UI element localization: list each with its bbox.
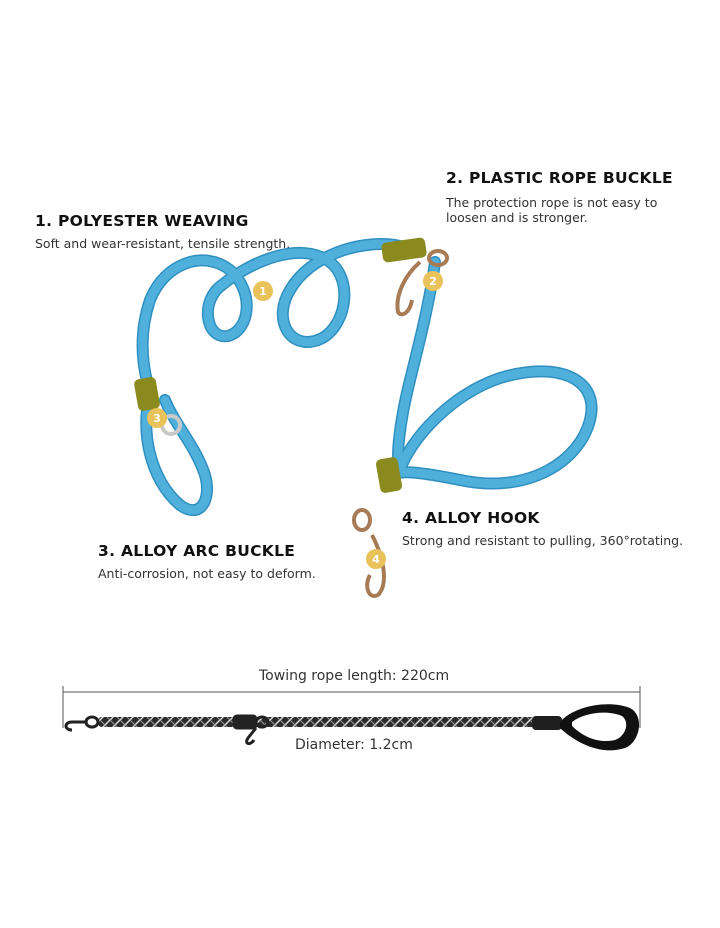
feature-title: 2. PLASTIC ROPE BUCKLE <box>446 169 673 187</box>
feature-alloy-arc-buckle: 3. ALLOY ARC BUCKLE Anti-corrosion, not … <box>98 542 316 581</box>
badge-number: 2 <box>429 275 437 288</box>
badge-number: 4 <box>372 553 380 566</box>
badge-4: 4 <box>366 549 386 569</box>
feature-description: Anti-corrosion, not easy to deform. <box>98 566 316 581</box>
feature-description: Soft and wear-resistant, tensile strengt… <box>35 236 291 251</box>
plastic-buckle-top <box>381 237 427 263</box>
feature-plastic-rope-buckle: 2. PLASTIC ROPE BUCKLE The protection ro… <box>446 169 696 225</box>
feature-description: The protection rope is not easy to loose… <box>446 195 658 225</box>
badge-number: 1 <box>259 285 267 298</box>
feature-description: Strong and resistant to pulling, 360°rot… <box>402 533 684 548</box>
badge-number: 3 <box>153 412 161 425</box>
padded-handle <box>532 704 640 751</box>
feature-title: 4. ALLOY HOOK <box>402 509 540 527</box>
rope <box>136 238 598 517</box>
rope-reflective <box>98 717 538 727</box>
snap-hook-middle <box>232 714 270 746</box>
diameter-label: Diameter: 1.2cm <box>295 737 413 753</box>
plastic-buckle-handle <box>134 377 160 411</box>
feature-polyester-weaving: 1. POLYESTER WEAVING Soft and wear-resis… <box>35 212 290 251</box>
feature-title: 3. ALLOY ARC BUCKLE <box>98 542 296 560</box>
alloy-hook-top <box>395 249 449 317</box>
length-dimension-line <box>62 686 641 728</box>
feature-alloy-hook: 4. ALLOY HOOK Strong and resistant to pu… <box>402 509 683 548</box>
badge-3: 3 <box>147 408 167 428</box>
badge-2: 2 <box>423 271 443 291</box>
snap-hook-left <box>64 715 100 732</box>
plastic-buckle-lower <box>376 457 402 493</box>
leash-illustration: 1 2 3 4 <box>134 237 598 598</box>
feature-title: 1. POLYESTER WEAVING <box>35 212 249 230</box>
badge-1: 1 <box>253 281 273 301</box>
length-label: Towing rope length: 220cm <box>259 668 450 684</box>
